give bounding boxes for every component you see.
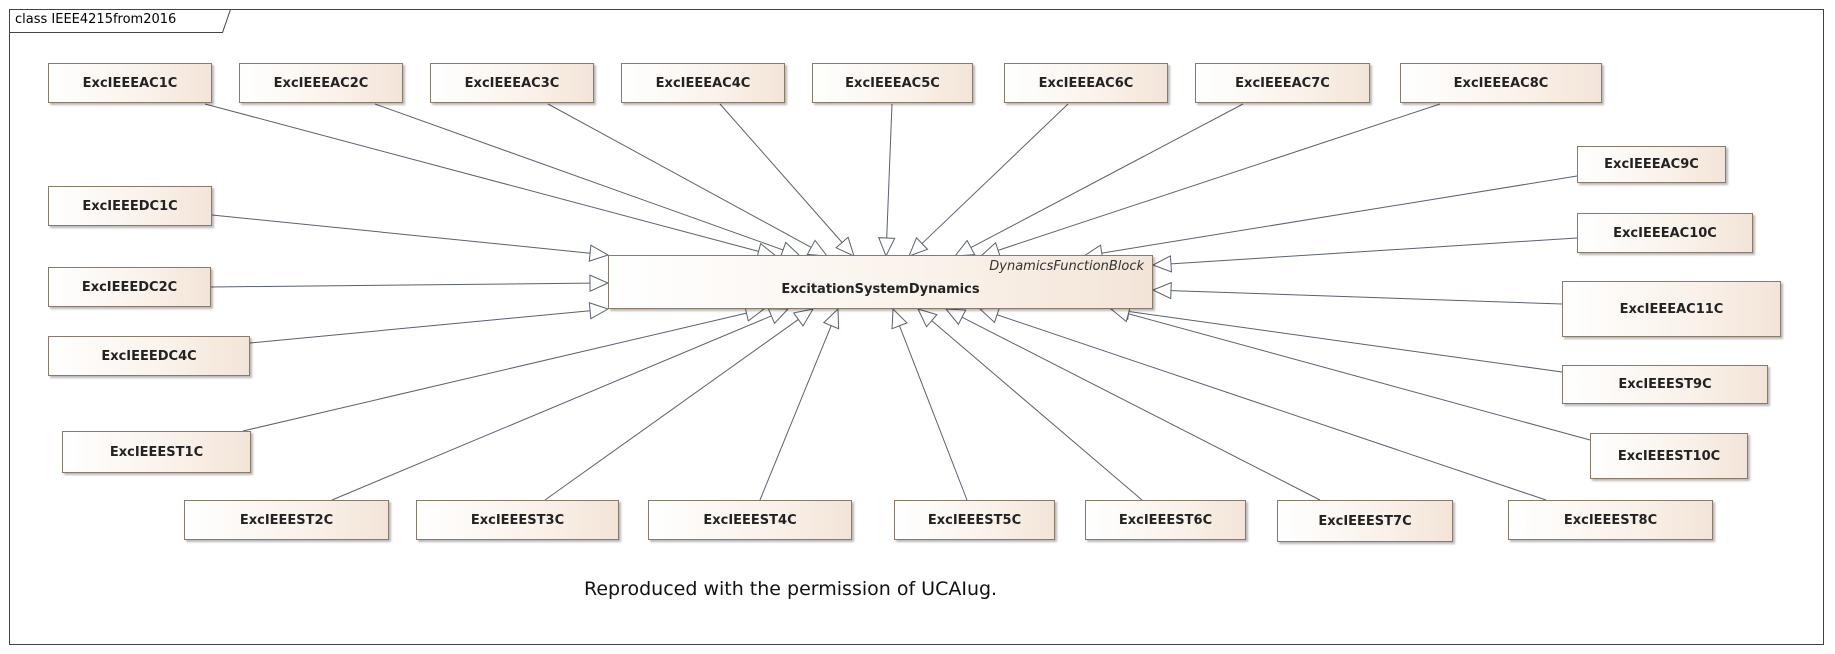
generalization-arrowhead-excieeest6c <box>917 308 938 328</box>
generalization-line-excieeest2c <box>331 315 772 501</box>
generalization-line-excieeeac4c <box>719 103 843 243</box>
generalization-line-excieeest4c <box>759 325 832 501</box>
diagram-frame <box>9 9 1824 645</box>
class-name: ExcIEEEST1C <box>109 444 204 460</box>
class-box-excieeest4c[interactable]: ExcIEEEST4C <box>648 500 852 540</box>
generalization-arrowhead-excieeeac11c <box>1151 281 1172 300</box>
class-box-excieeeac10c[interactable]: ExcIEEEAC10C <box>1577 213 1753 253</box>
class-name: ExcIEEEAC7C <box>1235 75 1330 91</box>
class-name: ExcIEEEDC4C <box>101 348 197 364</box>
class-box-excieeeac9c[interactable]: ExcIEEEAC9C <box>1577 146 1726 183</box>
generalization-arrowhead-excieeedc2c <box>589 274 610 292</box>
generalization-arrowhead-excieeeac7c <box>953 239 976 257</box>
parent-class-name: ExcitationSystemDynamics <box>781 282 980 297</box>
generalization-line-excieeest7c <box>961 316 1321 501</box>
class-name: ExcIEEEST2C <box>239 512 334 528</box>
generalization-line-excieeeac10c <box>1170 237 1578 265</box>
frame-title: class IEEE4215from2016 <box>15 12 177 27</box>
class-name: ExcIEEEAC6C <box>1038 75 1134 91</box>
generalization-line-excieeedc2c <box>210 282 591 288</box>
class-box-excieeeac2c[interactable]: ExcIEEEAC2C <box>239 63 403 103</box>
class-box-excieeest2c[interactable]: ExcIEEEST2C <box>184 500 389 540</box>
class-name: ExcIEEEAC4C <box>655 75 751 91</box>
class-name: ExcIEEEAC9C <box>1604 157 1699 172</box>
class-box-excieeeac11c[interactable]: ExcIEEEAC11C <box>1562 281 1781 337</box>
generalization-line-excieeest10c <box>1128 313 1591 441</box>
class-name: ExcIEEEAC10C <box>1613 225 1717 241</box>
parent-class-box[interactable]: DynamicsFunctionBlock ExcitationSystemDy… <box>608 255 1153 309</box>
generalization-line-excieeest9c <box>1128 310 1563 373</box>
parent-stereotype: DynamicsFunctionBlock <box>989 259 1144 274</box>
class-box-excieeedc2c[interactable]: ExcIEEEDC2C <box>48 267 211 307</box>
generalization-arrowhead-excieeest7c <box>944 308 967 326</box>
generalization-line-excieeeac11c <box>1170 290 1563 305</box>
generalization-line-excieeest3c <box>544 319 799 501</box>
class-box-excieeeac7c[interactable]: ExcIEEEAC7C <box>1195 63 1370 103</box>
generalization-arrowhead-excieeest3c <box>792 308 815 327</box>
class-box-excieeeac8c[interactable]: ExcIEEEAC8C <box>1400 63 1602 103</box>
generalization-arrowhead-excieeeac3c <box>806 239 829 257</box>
generalization-line-excieeeac7c <box>970 103 1244 249</box>
generalization-arrowhead-excieeest8c <box>978 306 1001 324</box>
generalization-line-excieeeac5c <box>886 103 893 239</box>
class-name: ExcIEEEAC2C <box>273 75 369 91</box>
generalization-line-excieeeac1c <box>204 103 759 252</box>
permission-note: Reproduced with the permission of UCAIug… <box>584 578 998 600</box>
class-box-excieeedc1c[interactable]: ExcIEEEDC1C <box>48 186 212 226</box>
class-name: ExcIEEEDC1C <box>82 198 178 214</box>
class-box-excieeest5c[interactable]: ExcIEEEST5C <box>894 500 1055 540</box>
class-box-excieeeac4c[interactable]: ExcIEEEAC4C <box>621 63 785 103</box>
class-box-excieeest8c[interactable]: ExcIEEEST8C <box>1508 500 1713 540</box>
class-name: ExcIEEEST4C <box>703 512 797 528</box>
generalization-arrowhead-excieeeac5c <box>877 237 896 258</box>
class-name: ExcIEEEAC3C <box>464 75 560 91</box>
class-box-excieeest3c[interactable]: ExcIEEEST3C <box>416 500 619 540</box>
class-name: ExcIEEEST5C <box>927 512 1022 528</box>
generalization-arrowhead-excieeeac6c <box>908 236 929 257</box>
class-box-excieeeac6c[interactable]: ExcIEEEAC6C <box>1004 63 1168 103</box>
generalization-line-excieeest1c <box>242 312 747 432</box>
class-name: ExcIEEEST6C <box>1118 512 1213 528</box>
class-box-excieeest6c[interactable]: ExcIEEEST6C <box>1085 500 1246 540</box>
class-name: ExcIEEEST7C <box>1318 513 1412 529</box>
class-box-excieeeac3c[interactable]: ExcIEEEAC3C <box>430 63 594 103</box>
generalization-arrowhead-excieeest2c <box>767 308 790 325</box>
generalization-line-excieeeac3c <box>547 103 812 248</box>
generalization-line-excieeeac2c <box>374 103 784 251</box>
generalization-line-excieeedc4c <box>249 310 591 344</box>
class-box-excieeeac5c[interactable]: ExcIEEEAC5C <box>812 63 973 103</box>
class-name: ExcIEEEAC5C <box>845 75 940 91</box>
generalization-arrowhead-excieeeac10c <box>1151 255 1173 273</box>
generalization-line-excieeest6c <box>931 320 1143 501</box>
class-box-excieeest9c[interactable]: ExcIEEEST9C <box>1562 365 1768 404</box>
class-name: ExcIEEEST10C <box>1617 448 1721 464</box>
generalization-line-excieeedc1c <box>211 214 591 254</box>
generalization-line-excieeeac9c <box>1101 175 1578 254</box>
generalization-line-excieeest5c <box>899 325 968 501</box>
generalization-arrowhead-excieeedc1c <box>588 244 610 262</box>
class-name: ExcIEEEAC1C <box>82 75 178 91</box>
generalization-arrowhead-excieeeac4c <box>835 236 855 257</box>
class-name: ExcIEEEAC8C <box>1453 75 1549 91</box>
class-box-excieeest10c[interactable]: ExcIEEEST10C <box>1590 433 1748 479</box>
class-name: ExcIEEEST3C <box>470 512 565 528</box>
class-name: ExcIEEEDC2C <box>81 279 178 295</box>
generalization-arrowhead-excieeest5c <box>891 307 908 330</box>
class-box-excieeest1c[interactable]: ExcIEEEST1C <box>62 431 251 473</box>
class-box-excieeeac1c[interactable]: ExcIEEEAC1C <box>48 63 212 103</box>
frame-tab-outline <box>9 9 231 33</box>
generalization-arrowhead-excieeedc4c <box>588 302 610 320</box>
class-box-excieeest7c[interactable]: ExcIEEEST7C <box>1277 500 1453 542</box>
generalization-line-excieeeac8c <box>997 103 1441 251</box>
class-name: ExcIEEEST9C <box>1618 377 1712 392</box>
class-name: ExcIEEEAC11C <box>1619 301 1724 317</box>
generalization-line-excieeeac6c <box>921 103 1069 244</box>
class-box-excieeedc4c[interactable]: ExcIEEEDC4C <box>48 336 250 376</box>
generalization-arrowhead-excieeest4c <box>822 307 840 330</box>
class-name: ExcIEEEST8C <box>1563 512 1658 528</box>
generalization-line-excieeest8c <box>996 314 1547 501</box>
